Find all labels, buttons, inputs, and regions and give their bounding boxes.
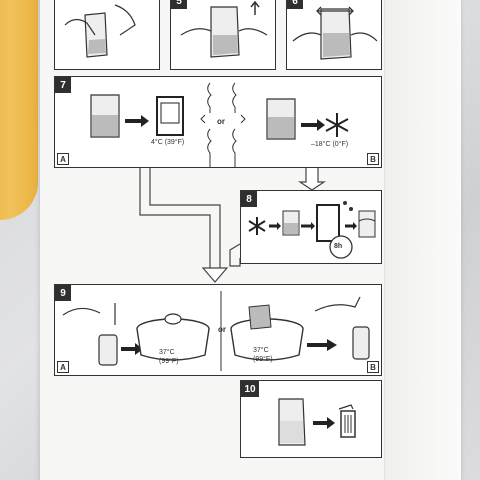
step-number: 6 xyxy=(287,0,303,9)
bottle-icon xyxy=(98,334,118,366)
snowflake-icon xyxy=(325,113,349,137)
option-a-label: A xyxy=(57,153,69,165)
step-number: 8 xyxy=(241,191,257,207)
temp-a-f: (99°F) xyxy=(159,358,179,365)
yellow-object xyxy=(0,0,38,220)
clock-icon xyxy=(329,235,353,259)
temp-b-c: 37°C xyxy=(253,347,269,354)
dispose-diagram xyxy=(278,398,356,446)
open-pouch-icon xyxy=(180,0,268,58)
temp-b-f: (99°F) xyxy=(253,356,273,363)
option-a-label: A xyxy=(57,361,69,373)
step-5-panel: 5 xyxy=(170,0,276,70)
step-9-panel: 9 or 37°C (99°F) 37°C (99°F) A B xyxy=(54,284,382,376)
freezer-temp: –18°C (0°F) xyxy=(311,141,349,148)
step-number: 10 xyxy=(241,381,259,397)
warming-diagram xyxy=(62,291,370,371)
step-number: 7 xyxy=(55,77,71,93)
step-10-panel: 10 xyxy=(240,380,382,458)
seal-pouch-icon xyxy=(292,6,378,60)
temp-a-c: 37°C xyxy=(159,349,175,356)
step-number: 9 xyxy=(55,285,71,301)
thaw-time: 8h xyxy=(334,243,343,250)
packet-flap xyxy=(384,0,461,480)
or-label: or xyxy=(217,117,225,126)
storage-diagram xyxy=(90,82,349,167)
snowflake-icon xyxy=(248,217,266,235)
step-7-panel: 7 or xyxy=(54,76,382,168)
hand-pouch-icon xyxy=(64,4,136,58)
option-b-label: B xyxy=(367,153,379,165)
option-b-label: B xyxy=(367,361,379,373)
step-6-panel: 6 xyxy=(286,0,382,70)
step-4-panel xyxy=(54,0,160,70)
step-8-panel: 8 8h xyxy=(240,190,382,264)
thaw-diagram xyxy=(248,201,376,259)
step-number: 5 xyxy=(171,0,187,9)
fridge-temp: 4°C (39°F) xyxy=(151,139,185,146)
or-label: or xyxy=(218,325,226,334)
bottle-icon xyxy=(352,326,370,360)
